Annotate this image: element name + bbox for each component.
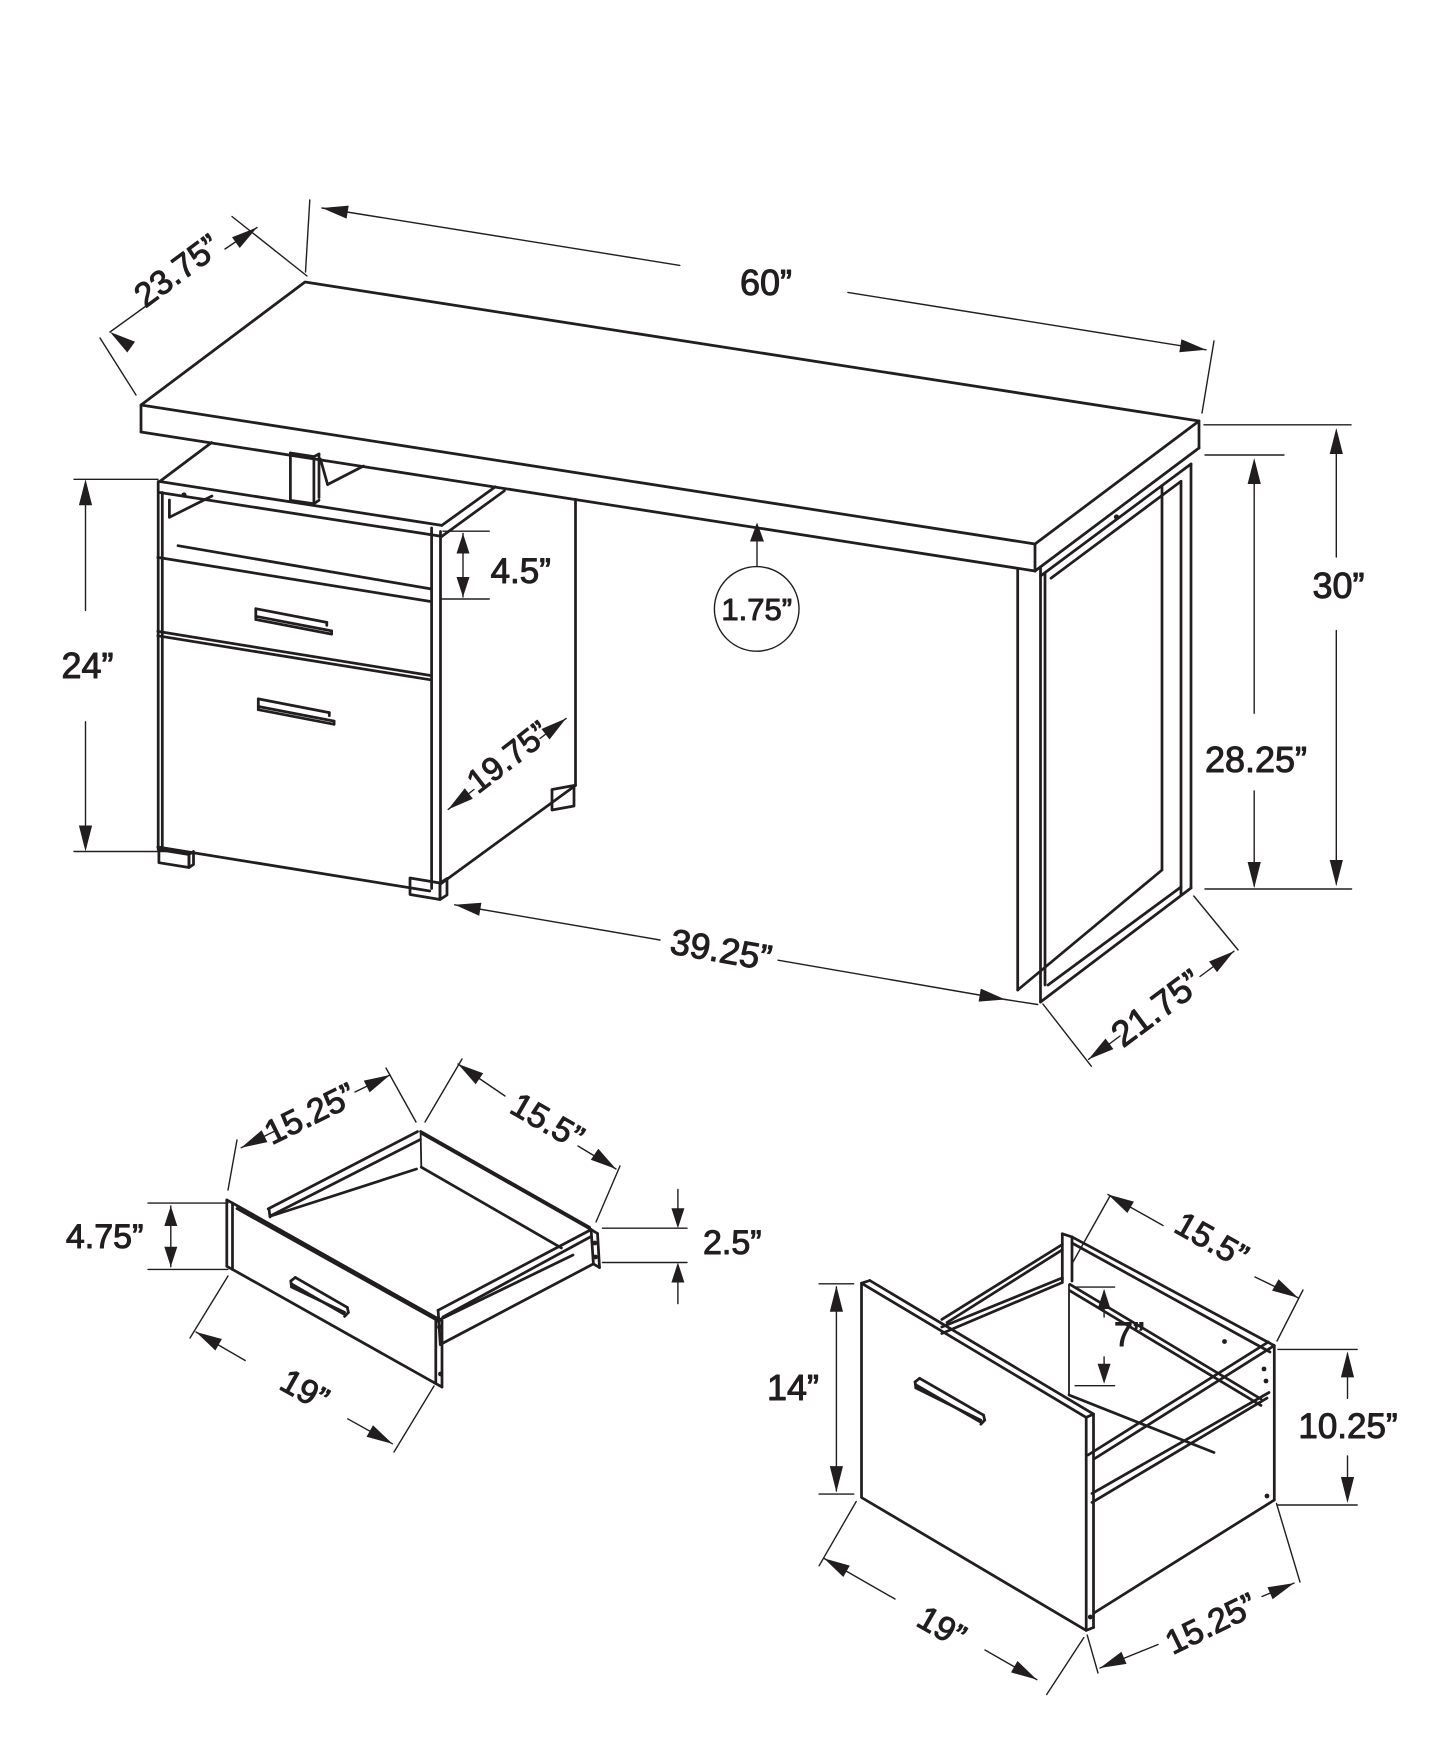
svg-text:30”: 30” <box>1312 565 1364 606</box>
svg-text:1.75”: 1.75” <box>721 592 792 627</box>
svg-text:7”: 7” <box>1114 1316 1144 1354</box>
svg-text:14”: 14” <box>767 1367 819 1408</box>
svg-text:2.5”: 2.5” <box>703 1224 762 1262</box>
svg-text:60”: 60” <box>740 262 792 303</box>
svg-text:10.25”: 10.25” <box>1298 1407 1397 1446</box>
svg-text:24”: 24” <box>61 645 113 686</box>
svg-text:4.75”: 4.75” <box>66 1218 144 1256</box>
svg-text:28.25”: 28.25” <box>1205 739 1307 780</box>
svg-text:4.5”: 4.5” <box>491 552 551 591</box>
